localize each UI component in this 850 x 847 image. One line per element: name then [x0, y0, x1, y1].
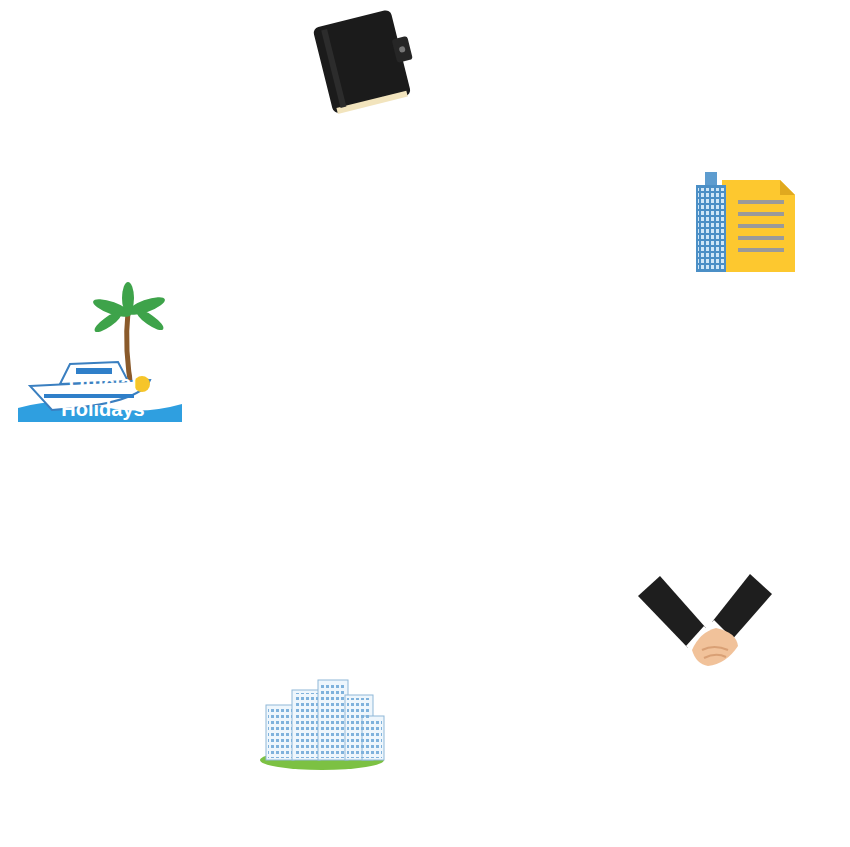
branches-icon — [260, 680, 384, 770]
circle-fill — [219, 648, 413, 842]
text-group: Partners — [604, 686, 804, 714]
topic-label: Company Document — [296, 113, 424, 167]
orbit-arcs — [99, 86, 767, 764]
office-building — [245, 284, 610, 545]
topic-circle: Company Data — [647, 166, 847, 366]
circle-fill — [607, 543, 801, 737]
handshake-icon — [638, 574, 772, 666]
circle-outline — [216, 645, 416, 845]
text-group: Company Document — [260, 113, 460, 167]
topic-label: Company Data — [683, 278, 811, 332]
holiday-icon — [18, 282, 182, 422]
circle-fill — [6, 290, 200, 484]
circle-outline — [647, 166, 847, 366]
topic-label: Branches — [266, 782, 366, 810]
folder-icon — [312, 7, 421, 115]
hub-circle — [112, 105, 752, 745]
circle-fill — [650, 169, 844, 363]
circle-fill — [263, 4, 457, 198]
text-group: Official Holidays — [3, 371, 203, 422]
text-group: Company Data — [647, 278, 847, 332]
topic-circle: Company Document — [260, 1, 460, 201]
topic-circle: Branches — [216, 645, 416, 845]
topic-label: Partners — [659, 686, 748, 714]
circle-outline — [260, 1, 460, 201]
data-icon — [696, 172, 795, 272]
topic-circle: Official Holidays — [3, 287, 203, 487]
ground-line — [245, 541, 610, 545]
text-group: Branches — [216, 782, 416, 810]
topic-label: Official Holidays — [39, 371, 167, 422]
topic-circle: Partners — [604, 540, 804, 740]
